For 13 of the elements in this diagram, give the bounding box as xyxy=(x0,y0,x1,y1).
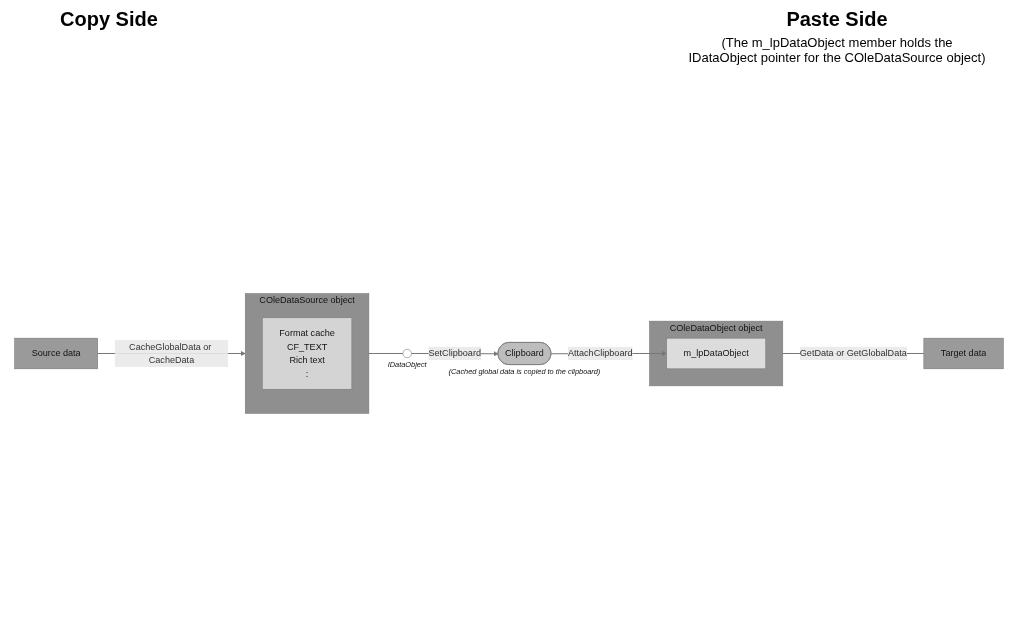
note-text: (The m_lpDataObject member holds the IDataObject pointer for the COleDataSource object) xyxy=(687,35,987,65)
node-circle xyxy=(402,348,412,358)
edge-label: GetData or GetGlobalData xyxy=(799,347,907,358)
node-box: m_lpDataObject xyxy=(665,337,766,369)
edge-label: CacheGlobalData or CacheData xyxy=(128,341,211,365)
node-box: Source data xyxy=(13,337,98,369)
node-box: Target data xyxy=(923,337,1004,369)
edge-label: AttachClipboard xyxy=(567,347,633,358)
side-heading: Paste Side xyxy=(786,8,888,31)
node-box: Format cache CF_TEXT Rich text : xyxy=(261,316,352,390)
connector xyxy=(367,352,403,354)
side-heading: Copy Side xyxy=(60,8,158,31)
edge-label: SetClipboard xyxy=(427,347,481,358)
